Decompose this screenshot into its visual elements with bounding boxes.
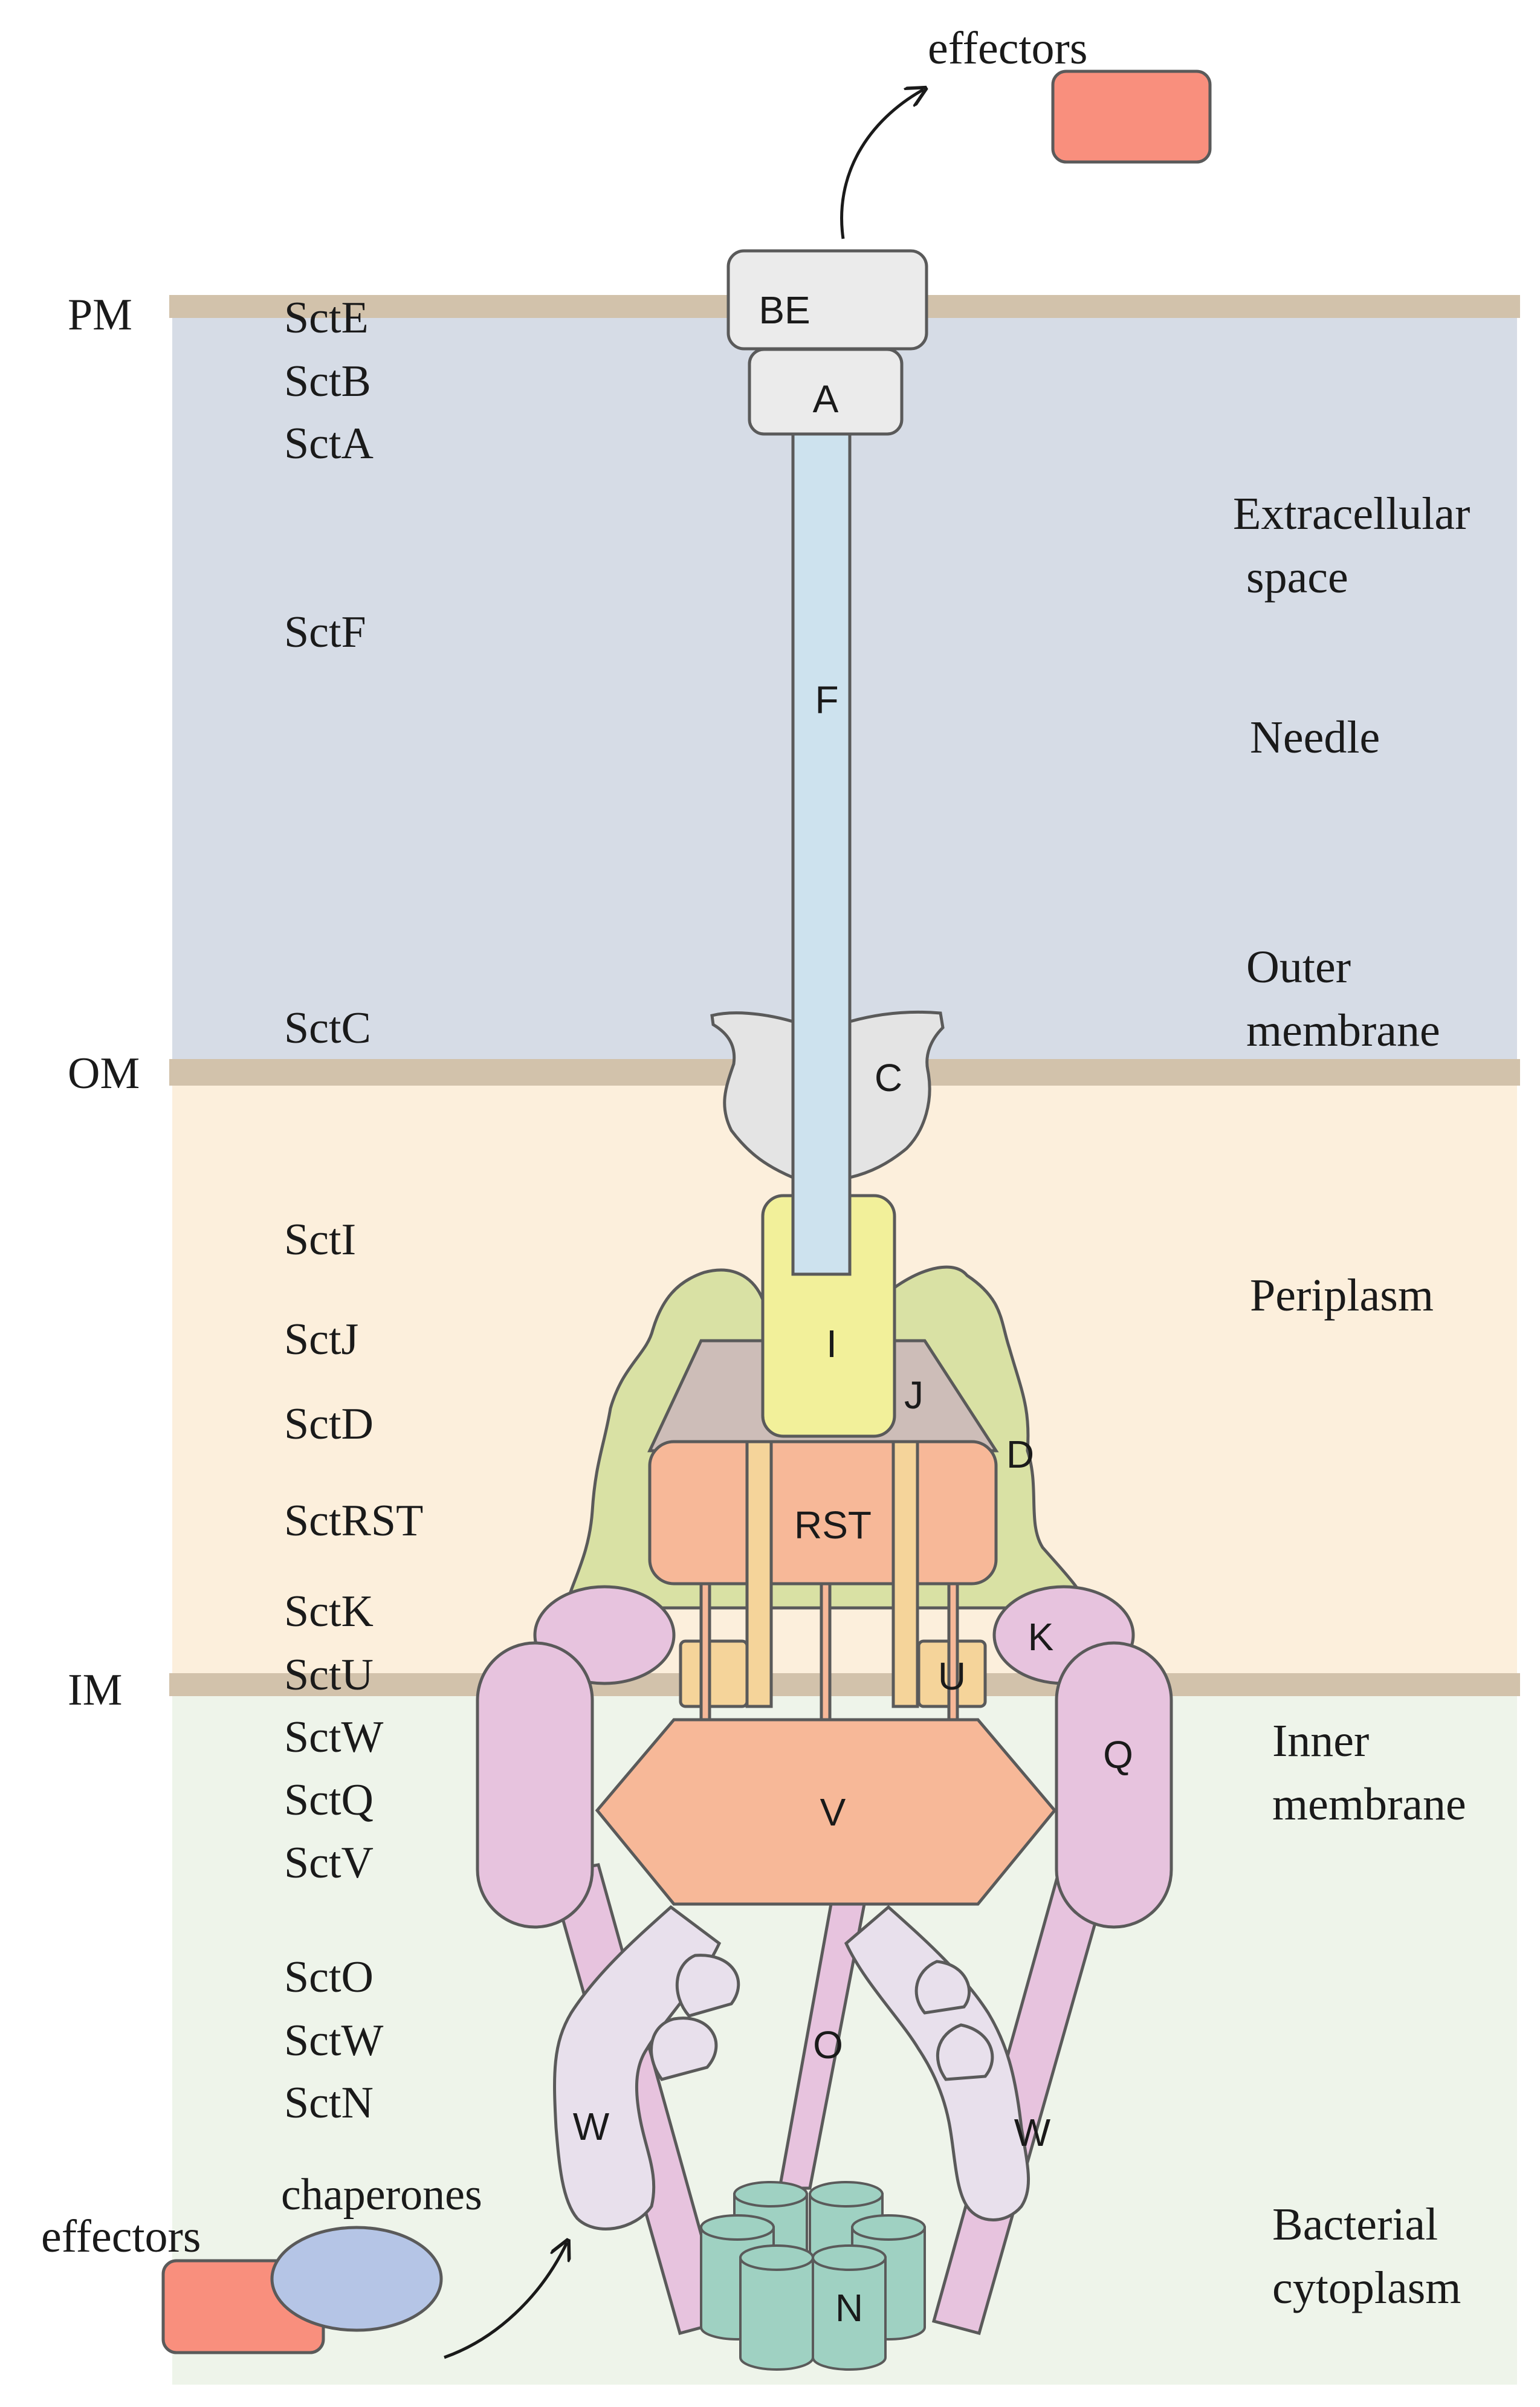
chaperone [270,2226,443,2332]
label-w-right: W [1014,2111,1051,2154]
cytoplasm-label-2: cytoplasm [1272,2263,1461,2313]
label-d: D [1006,1433,1034,1476]
sctw-left-lobe-1 [675,1954,740,2018]
sctv-export-gate [595,1718,1057,1906]
label-i: I [826,1322,837,1365]
sctc-secretin-left [710,1011,795,1180]
sctn-atpase [700,2181,926,2371]
sctq-right [1055,1641,1173,1929]
protein-sctc: SctC [284,1003,371,1053]
label-u: U [938,1654,966,1698]
protein-sctd: SctD [284,1399,374,1449]
atpase-cyl-back-1-top [733,2181,808,2208]
label-j: J [904,1373,924,1417]
outer-membrane-label-1: Outer [1246,942,1351,993]
protein-scta: SctA [284,419,374,468]
effector-secreted [1051,70,1212,164]
label-v: V [820,1790,846,1834]
sctq-left [476,1641,594,1929]
outer-membrane-label-2: membrane [1246,1005,1440,1056]
om-label: OM [68,1049,140,1098]
protein-scti: SctI [284,1215,356,1265]
label-o: O [813,2023,843,2067]
label-c: C [875,1056,902,1100]
label-w-left: W [573,2105,610,2148]
atpase-cyl-front-2-top [812,2244,887,2271]
label-rst: RST [794,1503,872,1547]
atpase-cyl-back-2-top [809,2181,884,2208]
protein-sctf: SctF [284,607,366,657]
pm-label: PM [68,290,132,340]
inner-membrane [169,1673,1520,1696]
rst-strut-left-thin [699,1582,711,1725]
protein-scto: SctO [284,1952,374,2002]
secretion-arrow [840,89,924,239]
needle-label: Needle [1250,712,1380,763]
sctf-needle [791,432,852,1276]
inner-membrane-label-2: membrane [1272,1779,1466,1830]
sctbe-translocon [726,249,928,351]
atpase-cyl-front-1 [739,2256,814,2371]
protein-sctu: SctU [284,1650,374,1700]
rst-strut-center [820,1582,832,1725]
atpase-cyl-left-top [700,2214,775,2241]
sctc-secretin-right [848,1010,945,1180]
protein-list: SctE SctB SctA SctF SctC SctI SctJ SctD … [281,293,482,2220]
protein-sctk: SctK [284,1587,374,1636]
periplasm-label: Periplasm [1250,1270,1434,1321]
atpase-cyl-front-2 [812,2256,887,2371]
import-arrow [444,2243,567,2359]
protein-sctj: SctJ [284,1315,358,1364]
im-label: IM [68,1665,122,1715]
protein-sctw-im: SctW [284,1712,384,1762]
label-k: K [1028,1615,1054,1659]
rst-strut-right-thin [947,1582,959,1725]
effectors-top-label: effectors [928,23,1087,74]
sctw-left-lobe-2 [650,2017,718,2081]
label-a: A [813,377,839,421]
label-be: BE [759,288,810,332]
sctw-right-lobe-2 [936,2023,994,2081]
protein-sctb: SctB [284,357,371,406]
rst-strut-left-thick [745,1440,773,1708]
protein-sctw-cyto: SctW [284,2016,384,2065]
chaperones-label: chaperones [281,2170,482,2220]
label-q: Q [1103,1733,1133,1777]
sctu-left [679,1639,749,1708]
protein-sctq: SctQ [284,1775,374,1825]
protein-sctv: SctV [284,1838,374,1888]
protein-sctrst: SctRST [284,1496,423,1546]
region-labels: Extracellular space Needle Outer membran… [1233,488,1470,2313]
protein-sctn: SctN [284,2078,374,2128]
extracellular-label-2: space [1246,552,1348,603]
atpase-cyl-right-top [851,2214,926,2241]
extracellular-label-1: Extracellular [1233,488,1470,539]
label-f: F [815,678,838,722]
inner-membrane-label-1: Inner [1272,1715,1369,1766]
effectors-bottom-label: effectors [41,2211,201,2262]
protein-scte: SctE [284,293,369,343]
sctw-right-lobe-1 [914,1960,971,2015]
label-n: N [835,2286,863,2330]
cytoplasm-label-1: Bacterial [1272,2199,1438,2250]
rst-strut-right-thick [891,1440,919,1708]
atpase-cyl-front-1-top [739,2244,814,2271]
component-labels: BE A F C I J D RST K U Q V O W W N [573,288,1133,2330]
